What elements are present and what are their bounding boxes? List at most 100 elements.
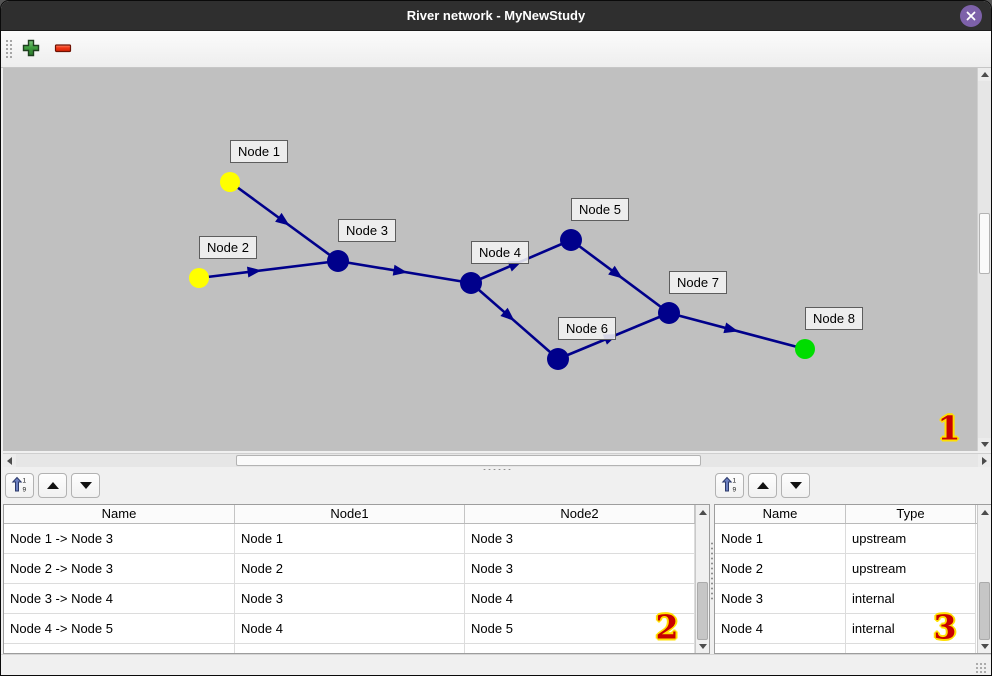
graph-node[interactable] [547, 348, 569, 370]
nodes-sort-button[interactable]: 1 9 [715, 473, 744, 498]
table-cell[interactable]: Node 3 [235, 584, 465, 614]
table-cell[interactable]: Node 2 [715, 554, 846, 584]
table-row[interactable] [4, 644, 709, 653]
links-scroll-thumb[interactable] [697, 582, 708, 640]
scroll-down-arrow[interactable] [978, 640, 991, 652]
svg-text:9: 9 [733, 486, 737, 493]
node-label: Node 1 [230, 140, 288, 163]
links-sort-button[interactable]: 1 9 [5, 473, 34, 498]
table-cell[interactable] [4, 644, 235, 653]
nodes-table-scrollbar[interactable] [977, 505, 991, 653]
table-cell[interactable]: internal [846, 614, 976, 644]
close-button[interactable] [960, 5, 982, 27]
titlebar[interactable]: River network - MyNewStudy [1, 1, 991, 31]
table-cell[interactable]: Node 4 [235, 614, 465, 644]
table-row[interactable] [715, 644, 991, 653]
column-header[interactable]: Type [846, 505, 976, 523]
column-header[interactable]: Name [4, 505, 235, 523]
edge-arrow-icon [723, 322, 739, 334]
minus-icon [53, 44, 73, 61]
nodes-scroll-thumb[interactable] [979, 582, 990, 640]
main-toolbar [1, 31, 991, 68]
graph-node[interactable] [189, 268, 209, 288]
scroll-down-arrow[interactable] [978, 438, 991, 451]
add-button[interactable] [20, 38, 42, 60]
table-cell[interactable]: Node 2 -> Node 3 [4, 554, 235, 584]
table-cell[interactable]: upstream [846, 554, 976, 584]
table-cell[interactable]: upstream [846, 524, 976, 554]
table-cell[interactable]: Node 4 [715, 614, 846, 644]
table-cell[interactable] [465, 644, 695, 653]
node-label: Node 7 [669, 271, 727, 294]
resize-grip[interactable] [975, 662, 987, 674]
window-title: River network - MyNewStudy [406, 8, 586, 23]
table-cell[interactable]: Node 3 [465, 524, 695, 554]
scroll-down-arrow[interactable] [696, 640, 709, 652]
node-label: Node 5 [571, 198, 629, 221]
annotation-number: 2 [655, 607, 679, 647]
status-bar [1, 654, 991, 675]
edge-arrow-icon [500, 307, 515, 322]
nodes-move-down-button[interactable] [781, 473, 810, 498]
table-cell[interactable]: Node 3 [715, 584, 846, 614]
table-cell[interactable]: Node 3 -> Node 4 [4, 584, 235, 614]
column-header[interactable]: Node2 [465, 505, 695, 523]
canvas-vertical-scrollbar[interactable] [977, 68, 991, 451]
svg-text:9: 9 [23, 486, 27, 493]
graph-node[interactable] [327, 250, 349, 272]
graph-edge[interactable] [198, 259, 339, 280]
graph-node[interactable] [220, 172, 240, 192]
canvas-hscroll-thumb[interactable] [236, 455, 701, 466]
graph-node[interactable] [658, 302, 680, 324]
canvas-horizontal-scrollbar[interactable] [3, 453, 991, 468]
column-header[interactable]: Node1 [235, 505, 465, 523]
canvas-vscroll-thumb[interactable] [979, 213, 990, 274]
edge-arrow-icon [246, 266, 262, 278]
graph-node[interactable] [460, 272, 482, 294]
table-cell[interactable]: Node 1 -> Node 3 [4, 524, 235, 554]
remove-button[interactable] [52, 38, 74, 60]
table-cell[interactable]: Node 4 -> Node 5 [4, 614, 235, 644]
table-splitter-handle[interactable] [710, 541, 714, 601]
scroll-up-arrow[interactable] [696, 506, 709, 518]
links-move-down-button[interactable] [71, 473, 100, 498]
links-table-scrollbar[interactable] [695, 505, 709, 653]
column-header[interactable]: Name [715, 505, 846, 523]
links-move-up-button[interactable] [38, 473, 67, 498]
scroll-up-arrow[interactable] [978, 68, 991, 81]
table-cell[interactable] [235, 644, 465, 653]
graph-node[interactable] [795, 339, 815, 359]
edge-arrow-icon [608, 265, 623, 279]
sort-ascending-icon: 1 9 [11, 476, 28, 496]
scroll-right-arrow[interactable] [978, 454, 991, 468]
scroll-up-arrow[interactable] [978, 506, 991, 518]
table-cell[interactable]: Node 1 [715, 524, 846, 554]
up-triangle-icon [756, 482, 769, 489]
scroll-left-arrow[interactable] [3, 454, 16, 468]
table-cell[interactable] [846, 644, 976, 653]
table-cell[interactable]: Node 4 [465, 584, 695, 614]
nodes-move-up-button[interactable] [748, 473, 777, 498]
table-cell[interactable] [715, 644, 846, 653]
graph-node[interactable] [560, 229, 582, 251]
table-cell[interactable]: Node 5 [465, 614, 695, 644]
svg-text:1: 1 [23, 477, 27, 484]
table-cell[interactable]: Node 2 [235, 554, 465, 584]
table-cell[interactable]: Node 1 [235, 524, 465, 554]
edge-arrow-icon [275, 212, 290, 226]
pane-splitter-handle[interactable] [1, 467, 991, 472]
toolbar-drag-handle[interactable] [5, 39, 13, 60]
table-cell[interactable]: Node 3 [465, 554, 695, 584]
table-cell[interactable]: internal [846, 584, 976, 614]
